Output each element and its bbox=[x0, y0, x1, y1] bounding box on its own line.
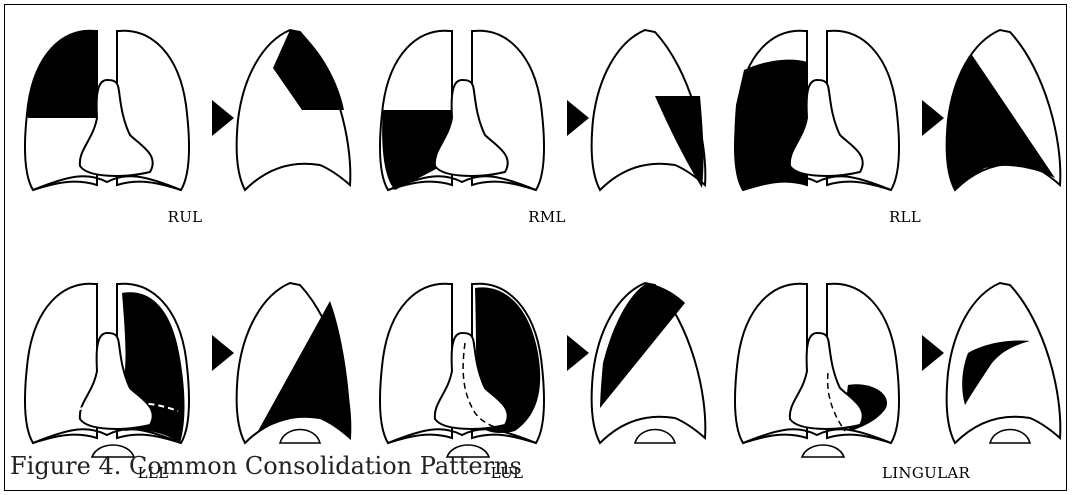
rll-frontal-view bbox=[734, 31, 899, 190]
rul-label: RUL bbox=[168, 208, 203, 226]
figure-caption: Figure 4. Common Consolidation Patterns bbox=[10, 452, 522, 480]
lll-frontal-view bbox=[25, 284, 189, 457]
panel-lingular: LINGULAR bbox=[735, 283, 1060, 482]
rul-arrow-icon bbox=[212, 100, 234, 136]
panel-rul: RUL bbox=[25, 30, 350, 226]
rll-arrow-icon bbox=[922, 100, 944, 136]
rml-arrow-icon bbox=[567, 100, 589, 136]
panel-rml: RML bbox=[380, 30, 705, 226]
lul-lateral-view bbox=[592, 283, 706, 443]
lul-frontal-view bbox=[380, 284, 544, 457]
rll-lateral-view bbox=[947, 30, 1061, 190]
panel-rll: RLL bbox=[734, 30, 1060, 226]
lul-arrow-icon bbox=[567, 335, 589, 371]
rul-lateral-view bbox=[237, 30, 351, 190]
rml-lateral-view bbox=[592, 30, 706, 190]
rml-label: RML bbox=[528, 208, 566, 226]
lingular-lateral-view bbox=[947, 283, 1061, 443]
lingular-arrow-icon bbox=[922, 335, 944, 371]
rml-frontal-view bbox=[380, 31, 544, 190]
lingular-frontal-view bbox=[735, 284, 899, 457]
lingular-label: LINGULAR bbox=[882, 464, 971, 482]
rul-frontal-view bbox=[25, 31, 189, 190]
lll-arrow-icon bbox=[212, 335, 234, 371]
lll-lateral-view bbox=[237, 283, 351, 443]
rll-label: RLL bbox=[889, 208, 921, 226]
